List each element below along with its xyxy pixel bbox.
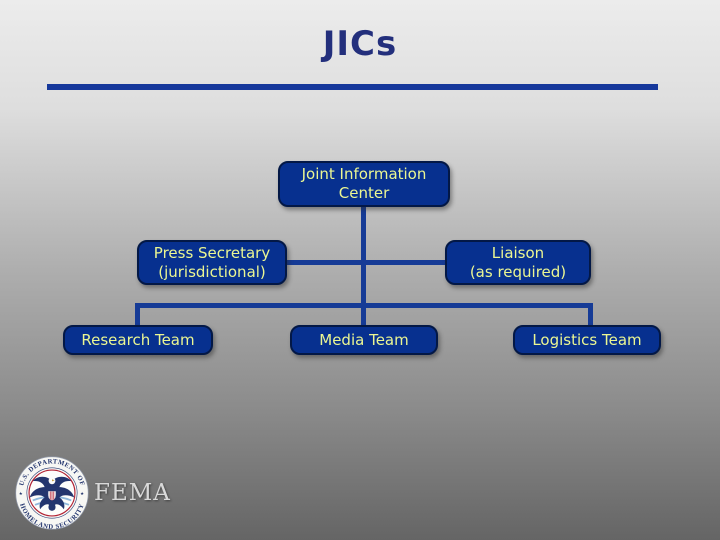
title-rule [47, 84, 658, 90]
fema-wordmark: FEMA [94, 480, 171, 506]
node-label-line: Center [338, 184, 390, 202]
node-label-line: Media Team [319, 330, 409, 349]
connector-jic-vertical [361, 206, 366, 326]
node-research-team: Research Team [63, 325, 213, 355]
node-press-secretary: Press Secretary (jurisdictional) [137, 240, 287, 285]
seal-star-icon: ★ [80, 491, 84, 497]
connector-press-liaison [287, 260, 445, 265]
dhs-eagle-icon [29, 476, 75, 511]
connector-research-drop [135, 303, 140, 326]
node-label-line: Press Secretary [153, 243, 271, 262]
node-media-team: Media Team [290, 325, 438, 355]
dhs-seal-icon: U.S. DEPARTMENT OF HOMELAND SECURITY ★ ★ [15, 456, 89, 530]
node-joint-information-center: Joint Information Center [278, 161, 450, 207]
node-label-line: (as required) [469, 262, 567, 281]
node-label-line: (jurisdictional) [158, 262, 266, 281]
node-logistics-team: Logistics Team [513, 325, 661, 355]
node-liaison: Liaison (as required) [445, 240, 591, 285]
seal-star-icon: ★ [19, 491, 23, 497]
connector-logistics-drop [588, 303, 593, 326]
slide-title: JICs [322, 24, 398, 64]
node-label-line: Joint Information [301, 165, 427, 183]
connector-teams-horizontal [135, 303, 593, 308]
node-label-line: Liaison [491, 243, 545, 262]
node-label-line: Research Team [81, 330, 195, 349]
node-label-line: Logistics Team [532, 330, 642, 349]
